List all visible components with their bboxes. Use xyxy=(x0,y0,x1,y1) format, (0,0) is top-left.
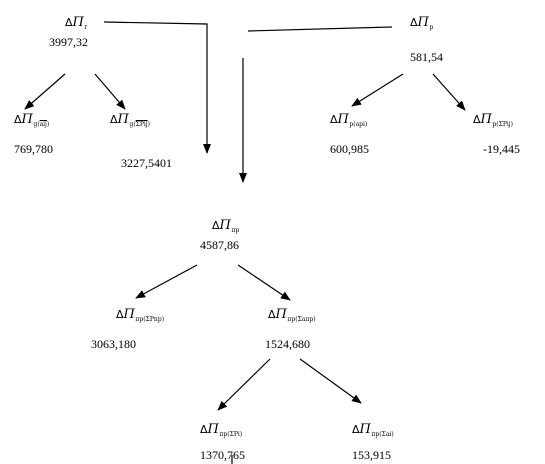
arrow-top-right-to-mid-right-1 xyxy=(351,73,404,107)
connector-top-left-to-center xyxy=(103,21,211,154)
node-low-right: ΔПпр(Σaпр) 1524,680 xyxy=(265,305,316,352)
node-mid-left-2-label: ΔПg(ΣPij) xyxy=(110,112,150,129)
node-center-label: ΔПпр xyxy=(212,218,240,235)
node-low-right-label: ΔПпр(Σaпр) xyxy=(268,307,316,324)
node-bottom-left-value: 1370,765 xyxy=(200,448,245,462)
node-low-left-value: 3063,180 xyxy=(91,337,136,351)
node-mid-right-1: ΔПp(api) 600,985 xyxy=(330,110,369,157)
node-center: ΔПпр 4587,86 xyxy=(200,216,240,253)
node-mid-left-2-value: 3227,5401 xyxy=(121,156,172,170)
arrow-center-to-low-left xyxy=(135,264,198,299)
node-top-left-value: 3997,32 xyxy=(49,35,88,49)
node-bottom-left: ΔПпр(ΣPi) 1370,765 xyxy=(200,420,245,463)
node-bottom-right-value: 153,915 xyxy=(352,448,391,462)
arrow-low-right-to-bottom-right xyxy=(299,358,362,404)
node-low-left: ΔПпр(ΣPпр) 3063,180 xyxy=(91,305,165,352)
node-mid-right-2-label: ΔПp(ΣPij) xyxy=(473,112,513,129)
node-center-value: 4587,86 xyxy=(200,238,239,252)
node-mid-right-2: ΔПp(ΣPij) -19,445 xyxy=(473,110,520,157)
node-low-left-label: ΔПпр(ΣPпр) xyxy=(116,307,165,324)
node-low-right-value: 1524,680 xyxy=(265,337,310,351)
node-top-right: ΔПр 581,54 xyxy=(410,13,443,65)
node-mid-left-2: ΔПg(ΣPij) 3227,5401 xyxy=(110,110,172,171)
node-mid-left-1-label: ΔПg(aij) xyxy=(14,112,50,129)
arrow-top-left-to-mid-left-2 xyxy=(94,73,126,110)
node-bottom-left-label: ΔПпр(ΣPi) xyxy=(200,422,243,439)
node-mid-right-1-value: 600,985 xyxy=(330,142,369,156)
node-mid-right-1-label: ΔПp(api) xyxy=(330,112,368,129)
node-bottom-right-label: ΔПпр(Σai) xyxy=(352,422,394,439)
connector-top-right-horizontal xyxy=(247,26,393,32)
arrow-top-left-to-mid-left-1 xyxy=(24,73,66,110)
node-mid-left-1-value: 769,780 xyxy=(14,142,53,156)
arrow-top-right-to-mid-right-2 xyxy=(432,73,466,111)
node-top-left-label: ΔПг xyxy=(65,15,88,32)
node-bottom-right: ΔПпр(Σai) 153,915 xyxy=(352,420,394,463)
arrow-low-right-to-bottom-left xyxy=(217,358,271,411)
node-mid-right-2-value: -19,445 xyxy=(483,142,520,156)
node-mid-left-1: ΔПg(aij) 769,780 xyxy=(14,110,53,157)
arrow-center-to-low-right xyxy=(237,264,291,301)
node-top-right-label: ΔПр xyxy=(410,15,434,32)
node-top-right-value: 581,54 xyxy=(410,50,443,64)
node-top-left: ΔПг 3997,32 xyxy=(49,13,88,50)
